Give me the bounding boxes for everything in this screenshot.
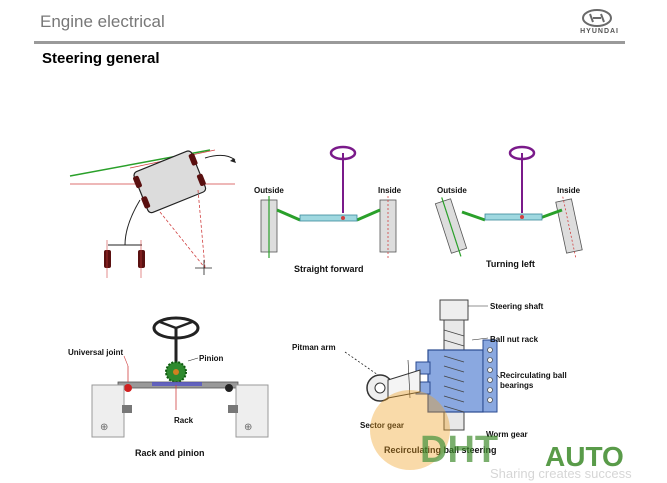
rack-label: Rack [174,416,194,425]
brand-name: HYUNDAI [580,28,619,35]
universal-joint-label: Universal joint [68,348,123,357]
turning-caption: Turning left [486,259,535,269]
page-title: Steering general [42,50,160,67]
recirculating-ball-diagram: Steering shaft Pitman arm Ball nut rack … [292,299,567,455]
steering-shaft-label: Steering shaft [490,302,544,311]
svg-text:⊕: ⊕ [100,422,108,433]
dht-auto-watermark: DHT AUTO Sharing creates success [370,390,632,481]
straight-inside-label: Inside [378,186,402,195]
turning-left-diagram: Outside Inside Turning left [434,145,583,269]
watermark-tagline: Sharing creates success [490,466,632,481]
recirculating-caption: Recirculating ball steering [384,445,497,455]
straight-caption: Straight forward [294,264,364,274]
header-divider [34,41,625,44]
recirculating-bearings-label-line2: bearings [500,381,534,390]
svg-text:⊕: ⊕ [244,422,252,433]
hyundai-logo [582,9,612,27]
ball-nut-rack-label: Ball nut rack [490,335,539,344]
watermark-brand-left: DHT [420,429,498,471]
rack-and-pinion-diagram: ⊕ ⊕ Universal joint Pinion Rack Rack and… [68,316,269,458]
watermark-brand-right: AUTO [545,441,624,472]
rack-and-pinion-caption: Rack and pinion [135,448,205,458]
recirculating-bearings-label-line1: Recirculating ball [500,371,567,380]
turning-geometry-diagram [69,149,236,278]
straight-outside-label: Outside [254,186,284,195]
pinion-label: Pinion [199,354,224,363]
turning-inside-label: Inside [557,186,581,195]
worm-gear-label: Worm gear [486,430,528,439]
straight-forward-diagram: Outside Inside Straight forward [254,145,402,274]
pitman-arm-label: Pitman arm [292,343,336,352]
turning-outside-label: Outside [437,186,467,195]
section-title: Engine electrical [40,12,165,31]
sector-gear-label: Sector gear [360,421,404,430]
